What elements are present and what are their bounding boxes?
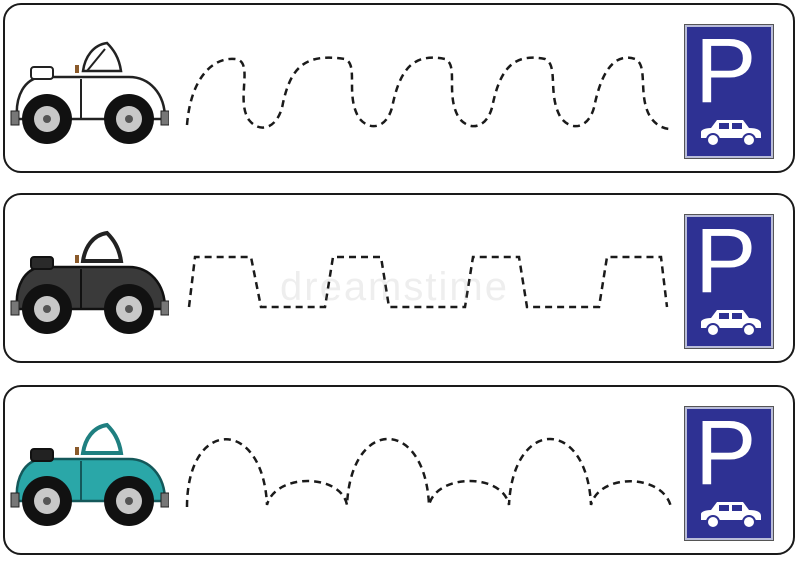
tracing-row-1: P xyxy=(3,3,795,173)
white-car-icon xyxy=(10,41,169,144)
sign-car-icon xyxy=(701,502,761,529)
wave-tracing-path xyxy=(185,56,672,131)
sign-car-icon xyxy=(701,120,761,147)
parking-letter: P xyxy=(695,210,757,312)
sign-car-icon xyxy=(701,310,761,337)
trapezoid-tracing-path xyxy=(187,255,669,309)
teal-car-icon xyxy=(10,422,169,526)
tracing-row-3: P xyxy=(3,385,795,555)
parking-letter: P xyxy=(695,402,757,504)
tracing-row-2: P xyxy=(3,193,795,363)
parking-sign: P xyxy=(684,403,774,541)
parking-letter: P xyxy=(695,20,757,122)
parking-sign: P xyxy=(684,211,774,349)
dark-car-icon xyxy=(10,230,169,334)
parking-sign: P xyxy=(684,21,774,159)
watermark: dreamstime xyxy=(280,265,509,309)
arches-tracing-path xyxy=(185,437,673,508)
